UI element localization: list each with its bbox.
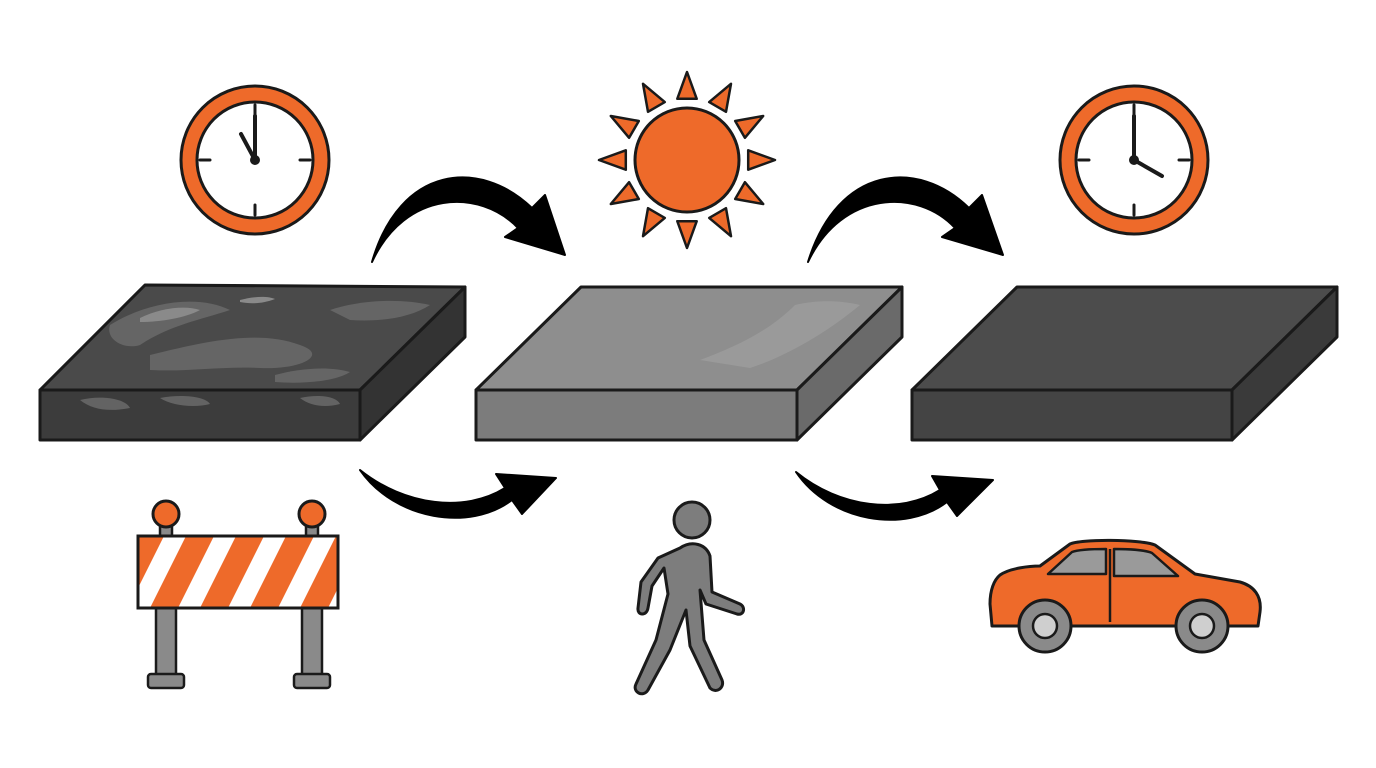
wet-slab-sheen [109, 301, 230, 347]
sun-ray [746, 149, 777, 171]
sun-ray [707, 82, 733, 114]
barrier-lamp [151, 499, 181, 529]
cured-slab-front [910, 388, 1234, 442]
sun-ray [707, 206, 733, 238]
wet-slab-sheen [80, 397, 130, 410]
pedestrian-head [672, 500, 712, 540]
curved-arrow-right-icon [371, 176, 566, 263]
sun-ray [609, 180, 641, 206]
drying-slab-sheen [700, 301, 860, 368]
sun-ray [609, 114, 641, 140]
wet-slab-sheen [330, 300, 430, 321]
sun-ray [641, 82, 667, 114]
arrow-top-1 [371, 176, 566, 263]
clock-icon [179, 84, 331, 236]
sun-icon [597, 70, 777, 250]
pedestrian-icon [633, 500, 746, 696]
arrow-bottom-2 [795, 471, 994, 521]
wet-slab-side [358, 285, 467, 442]
car-window-rear [1112, 547, 1180, 578]
curved-arrow-right-icon [795, 471, 994, 521]
sun-rays [597, 70, 777, 250]
wet-slab-sheen [275, 368, 350, 383]
barrier-icon [136, 499, 340, 690]
pedestrian-body [633, 542, 746, 696]
wet-slab-sheen [140, 307, 200, 322]
arrow-bottom-1 [359, 469, 557, 519]
sun-ray [733, 114, 765, 140]
wet-slab-sheen [240, 296, 275, 304]
sun-ray [597, 149, 628, 171]
wet-slab-sheen [160, 396, 210, 406]
barrier-lamp [297, 499, 327, 529]
sun-ray [676, 70, 698, 101]
wet-slab-sheen [150, 337, 313, 371]
cured-slab-side [1230, 285, 1339, 442]
drying-slab-side [795, 285, 904, 442]
sun-disc [633, 106, 741, 214]
arrow-top-2 [807, 176, 1004, 263]
clock-icon [1058, 84, 1210, 236]
sun-ray [641, 206, 667, 238]
sun-ray [733, 180, 765, 206]
curved-arrow-right-icon [807, 176, 1004, 263]
drying-slab [474, 285, 904, 442]
car-window-front [1046, 547, 1108, 576]
curved-arrow-right-icon [359, 469, 557, 519]
car-icon [988, 538, 1262, 654]
drying-slab-front [474, 388, 799, 442]
cured-slab [910, 285, 1339, 442]
barrier-board [136, 534, 340, 610]
wet-slab-sheen [300, 396, 340, 406]
sun-ray [676, 219, 698, 250]
clock-hour-hand [1132, 158, 1164, 178]
wet-slab [38, 283, 467, 442]
